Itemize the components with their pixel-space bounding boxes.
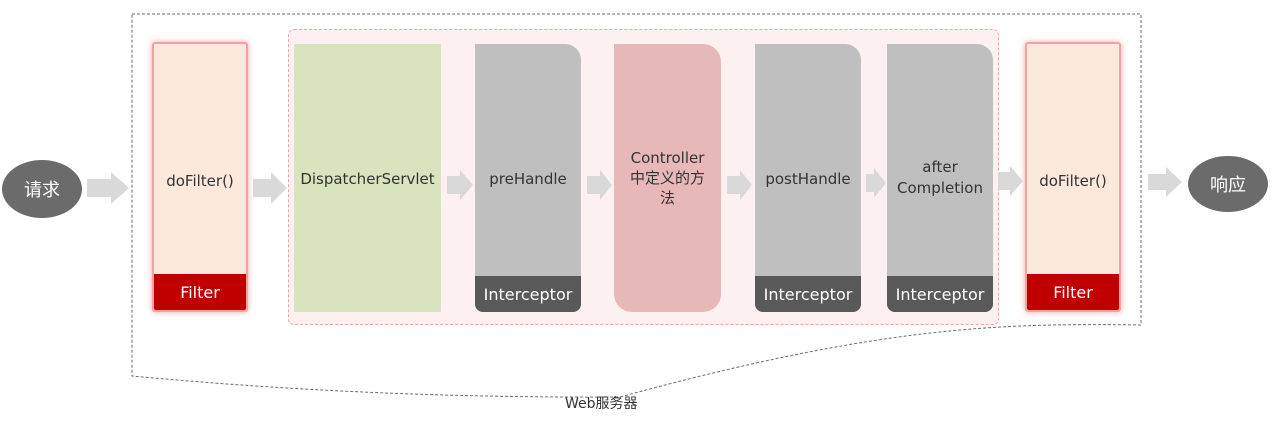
flow-arrow-1 [87,172,129,204]
controller-line-3: 法 [659,189,675,207]
controller-line-1: Controller [630,149,705,167]
filter-right: doFilter() Filter [1025,42,1121,312]
interceptor-prehandle: preHandle Interceptor [475,44,581,312]
flow-arrow-5 [727,170,752,200]
aftercompletion-interceptor-label: Interceptor [887,276,993,312]
prehandle-label: preHandle [489,170,567,188]
aftercompletion-line-1: after [922,158,958,176]
flow-arrow-8 [1148,167,1182,197]
interceptor-aftercompletion: after Completion Interceptor [887,44,993,312]
request-node: 请求 [2,160,82,218]
response-label: 响应 [1210,175,1246,196]
interceptor-posthandle: postHandle Interceptor [755,44,861,312]
dispatcher-servlet: DispatcherServlet [294,44,441,312]
flow-arrow-4 [587,170,612,200]
response-node: 响应 [1188,156,1268,212]
flow-arrow-2 [253,172,287,204]
flow-arrow-6 [866,168,886,198]
request-label: 请求 [24,180,60,201]
flow-arrow-7 [998,166,1023,196]
web-server-caption: Web服务器 [565,396,638,412]
filter-left: doFilter() Filter [152,42,248,312]
posthandle-interceptor-label: Interceptor [755,276,861,312]
dispatcher-servlet-label: DispatcherServlet [300,170,435,188]
filter-left-label: Filter [154,274,246,310]
filter-right-method: doFilter() [1039,172,1107,190]
filter-right-label: Filter [1027,274,1119,310]
flow-arrow-3 [447,170,473,200]
posthandle-label: postHandle [765,170,851,188]
aftercompletion-line-2: Completion [897,179,983,197]
controller-method: Controller 中定义的方 法 [614,44,721,312]
controller-line-2: 中定义的方 [629,169,705,187]
filter-left-method: doFilter() [166,172,234,190]
prehandle-interceptor-label: Interceptor [475,276,581,312]
